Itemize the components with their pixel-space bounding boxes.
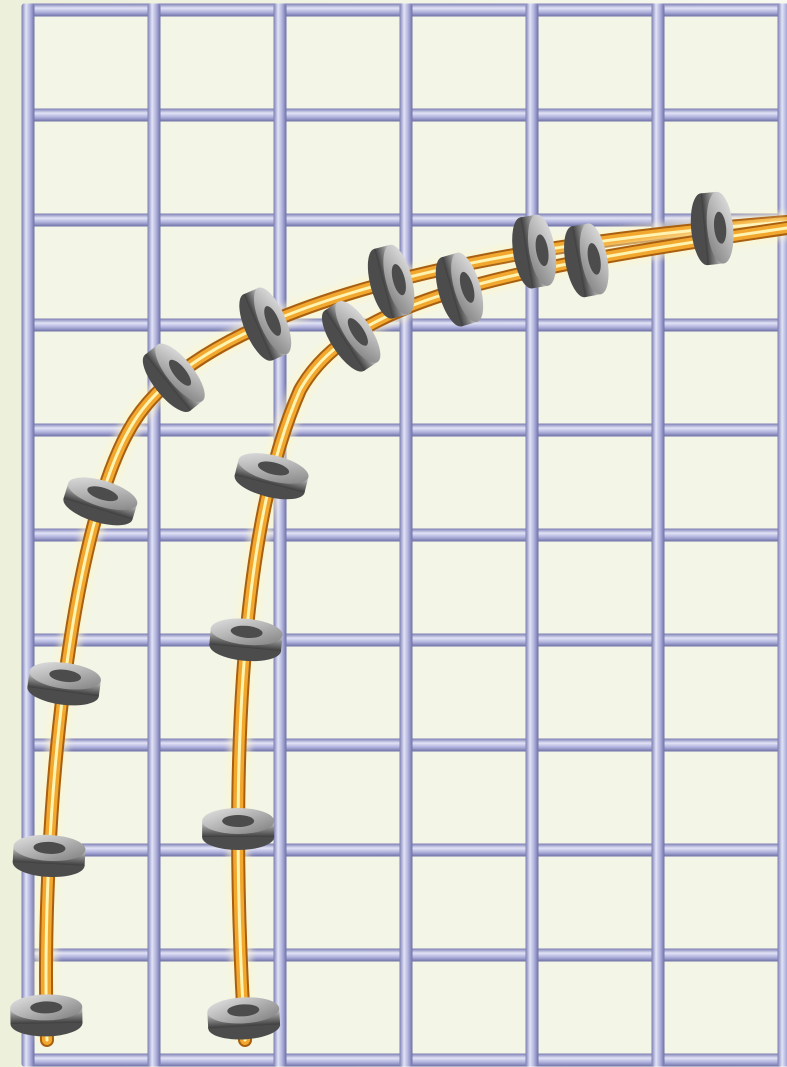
grid-bar-vertical	[778, 4, 787, 1067]
grid-bar-vertical	[400, 4, 413, 1067]
grid-bar-vertical	[652, 4, 665, 1067]
grid-bar-vertical	[274, 4, 287, 1067]
grid-bar-vertical	[526, 4, 539, 1067]
grid	[22, 4, 787, 1067]
ring	[10, 994, 83, 1037]
grid-bar-vertical	[148, 4, 161, 1067]
grid-bar-vertical	[22, 4, 35, 1067]
ring	[202, 808, 274, 850]
ring	[12, 833, 86, 879]
